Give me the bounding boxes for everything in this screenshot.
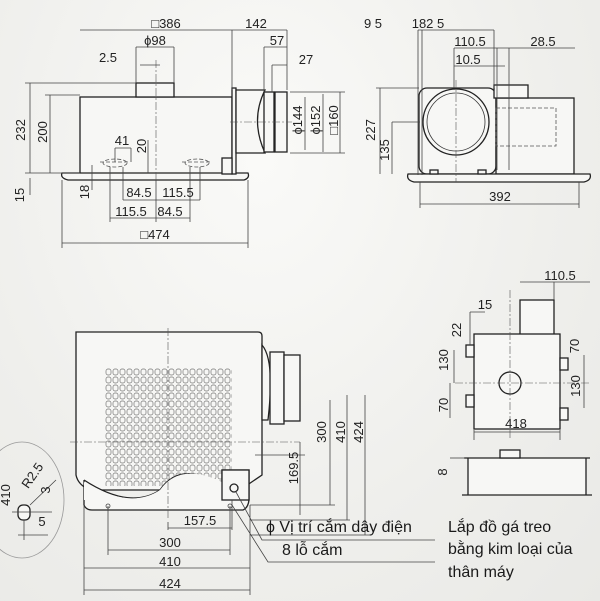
dim-label: ϕ152 — [308, 106, 323, 135]
hole-detail-drawing: 410 R2.5 3 5 — [0, 441, 65, 559]
dim-label: 130 — [436, 349, 451, 371]
dim-label: 157.5 — [184, 513, 217, 528]
dim-label: □386 — [151, 16, 181, 31]
dim-label: 130 — [568, 375, 583, 397]
dim-label: 27 — [299, 52, 313, 67]
dim-label: □160 — [326, 105, 341, 135]
dim-label: 410 — [159, 554, 181, 569]
dim-label: 200 — [35, 121, 50, 143]
dim-label: 135 — [377, 139, 392, 161]
dim-label: 392 — [489, 189, 511, 204]
dim-label: 3 — [38, 486, 53, 493]
bracket-view-drawing: 110.5 15 22 130 70 130 70 418 8 Lắp đồ g… — [435, 268, 592, 581]
dim-label: 142 — [245, 16, 267, 31]
dim-label: 227 — [363, 119, 378, 141]
front-view-drawing: 9 5 182 5 110.5 28.5 10.5 227 135 392 — [363, 16, 592, 208]
dim-label: 110.5 — [544, 268, 576, 283]
dim-label: 9 5 — [364, 16, 382, 31]
dim-label: 110.5 — [454, 34, 486, 49]
dim-label: 28.5 — [530, 34, 555, 49]
side-view-drawing: □386 142 ϕ98 57 2.5 27 232 200 41 20 ϕ14… — [12, 16, 345, 248]
dim-label: 8 — [435, 468, 450, 475]
dim-label: 182 5 — [412, 16, 445, 31]
dim-label: 15 — [12, 188, 27, 202]
dim-label: 410 — [333, 421, 348, 443]
dim-label: R2.5 — [18, 460, 46, 491]
dim-label: 57 — [270, 33, 284, 48]
dim-label: 5 — [38, 514, 45, 529]
holes-note: 8 lỗ cắm — [282, 540, 342, 559]
dim-label: 18 — [77, 185, 92, 199]
dim-label: 2.5 — [99, 50, 117, 65]
wire-entry-note: ϕ Vị trí cắm dây điện — [266, 517, 412, 536]
dim-label: 84.5 — [157, 204, 182, 219]
dim-label: 169.5 — [286, 452, 301, 485]
dim-label: 20 — [134, 139, 149, 153]
dim-label: 410 — [0, 484, 13, 506]
dim-label: 418 — [505, 416, 527, 431]
caption-line: Lắp đồ gá treo — [448, 517, 551, 536]
dim-label: 22 — [449, 323, 464, 337]
dim-label: □474 — [140, 227, 170, 242]
dim-label: 70 — [567, 339, 582, 353]
dim-label: 424 — [159, 576, 181, 591]
dim-label: 115.5 — [115, 204, 147, 219]
dim-label: 41 — [115, 133, 129, 148]
caption-line: thân máy — [448, 564, 514, 581]
caption-line: bằng kim loại của — [448, 539, 573, 558]
dim-label: 300 — [159, 535, 181, 550]
dim-label: ϕ144 — [290, 106, 305, 135]
dim-label: 15 — [478, 297, 492, 312]
dim-label: 84.5 — [126, 185, 151, 200]
dim-label: 232 — [13, 119, 28, 141]
dim-label: ϕ98 — [144, 33, 166, 48]
dim-label: 70 — [436, 398, 451, 412]
dim-label: 424 — [351, 421, 366, 443]
dim-label: 115.5 — [162, 185, 194, 200]
bottom-view-drawing: 300 410 424 169.5 157.5 300 410 424 ϕ Vị… — [70, 328, 435, 595]
dim-label: 300 — [314, 421, 329, 443]
dim-label: 10.5 — [455, 52, 480, 67]
